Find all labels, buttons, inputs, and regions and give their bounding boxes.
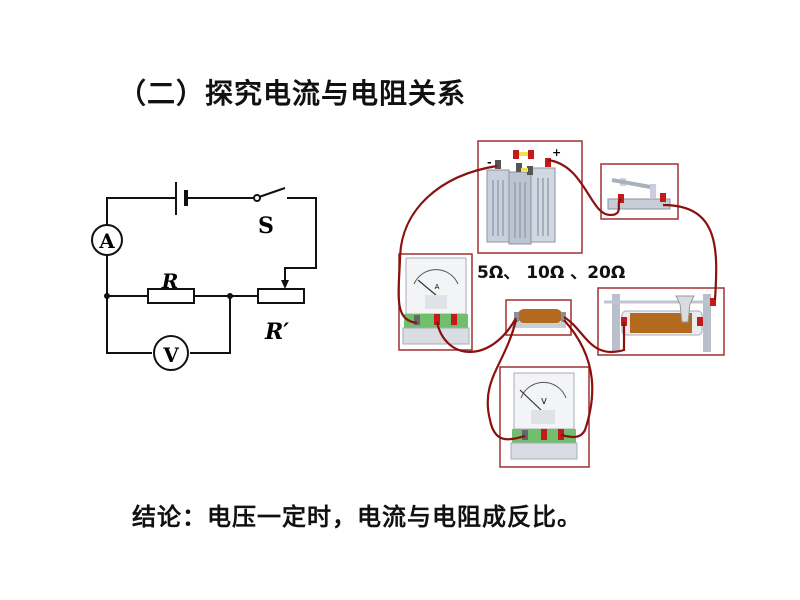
battery-pack: - + [486, 146, 561, 245]
switch-label: S [258, 213, 274, 239]
rheostat-frame [597, 287, 725, 356]
conclusion-text: 结论：电压一定时，电流与电阻成反比。 [132, 503, 582, 531]
junction-right [227, 293, 233, 299]
battery-frame [477, 140, 583, 254]
battery-plus: + [552, 146, 561, 159]
ammeter-dial-label: A [435, 283, 440, 291]
resistor-frame [505, 299, 572, 336]
wire-switch-rheostat [662, 203, 718, 301]
voltmeter-symbol [153, 335, 189, 371]
rheostat-slider-arrow [281, 280, 289, 289]
switch-blade [258, 187, 286, 198]
knife-switch[interactable] [607, 178, 671, 210]
junction-left [104, 293, 110, 299]
battery-minus: - [487, 156, 492, 169]
fixed-resistor [512, 309, 566, 328]
rheostat-label: R′ [264, 319, 289, 345]
connection-wires [397, 158, 718, 441]
voltmeter-label: V [162, 343, 179, 367]
wire-resistor-voltmeter [486, 319, 526, 441]
section-title: （二）探究电流与电阻关系 [118, 77, 467, 110]
sliding-rheostat[interactable] [604, 294, 716, 352]
ammeter-symbol [91, 224, 123, 256]
rheostat [257, 288, 305, 304]
wire-resistor-rheostat [563, 316, 626, 353]
wire-battery-switch [547, 158, 622, 217]
voltmeter-device: V [510, 372, 578, 460]
ammeter-device: A [402, 257, 470, 345]
resistor-label: R [161, 269, 179, 293]
wire-voltmeter-resistor [560, 319, 594, 439]
wire-battery-ammeter [397, 164, 498, 325]
wire-right [284, 197, 317, 285]
switch-frame [600, 163, 679, 220]
voltmeter-dial-label: V [541, 397, 547, 406]
switch-pivot [253, 194, 261, 202]
resistor-values-text: 5Ω、 10Ω 、20Ω [477, 263, 626, 283]
wire-top-left [106, 197, 176, 230]
wire-ammeter-resistor [435, 317, 517, 353]
ammeter-label: A [98, 229, 115, 253]
